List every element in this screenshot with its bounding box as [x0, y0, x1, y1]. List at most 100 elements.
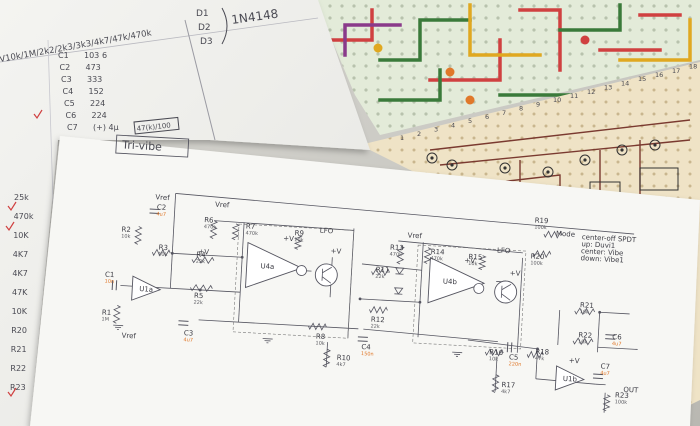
cap-row-value: 152	[89, 87, 104, 96]
part-r22-value: 10k	[578, 339, 588, 346]
capacitor-symbol	[357, 336, 368, 342]
perf-column-number: 11	[570, 92, 578, 100]
resistor-symbol	[293, 234, 303, 250]
part-r3-value: 10k	[158, 252, 168, 259]
stripboard-sheet	[315, 0, 700, 135]
perf-component-pad	[446, 159, 458, 171]
perf-column-number: 14	[621, 79, 629, 87]
cap-row-label: C4	[63, 87, 74, 96]
perf-column-number: 18	[689, 63, 697, 71]
junction-dot	[536, 347, 539, 351]
junction-dot	[170, 251, 174, 255]
wire	[603, 392, 606, 413]
opamp-u4b	[427, 257, 486, 304]
resistor-symbol	[190, 283, 213, 293]
vref-label: Vref	[155, 193, 170, 202]
cap-row-value: 103	[84, 51, 99, 60]
part-r17-name: R17	[501, 381, 515, 390]
resistor-symbol	[484, 348, 504, 357]
part-r17-value: 4k7	[501, 389, 511, 396]
transistor-symbol	[321, 266, 332, 284]
part-r12-name: R12	[371, 316, 385, 325]
perf-component-pad	[653, 143, 657, 147]
part-r9-name: R9	[294, 229, 304, 238]
part-r16-name: R16	[489, 348, 504, 357]
strip-trace	[378, 18, 472, 62]
diode-symbol	[393, 287, 404, 295]
supply-label: +V	[569, 357, 580, 366]
mode-switch-label: Mode	[556, 230, 575, 239]
ground-symbol	[262, 338, 273, 344]
switch-note-line: up: Duvi1	[581, 240, 615, 250]
lfo-label: LFO	[320, 227, 334, 236]
perf-component-pad	[426, 152, 438, 164]
schematic-title: Tri-vibe	[121, 138, 163, 153]
perf-column-number: 1	[400, 134, 404, 142]
part-r18-name: R18	[535, 348, 549, 357]
perf-column-number: 13	[604, 84, 612, 92]
strip-pad	[580, 35, 590, 45]
opamp-u1a	[131, 275, 162, 301]
opamp-u4a-label: U4a	[260, 262, 274, 271]
perf-column-number: 4	[451, 121, 455, 129]
part-r5-value: 22k	[193, 300, 203, 307]
part-c5-name: C5	[509, 353, 519, 362]
diode-label-3: D3	[200, 37, 213, 47]
opamp-u1b	[554, 365, 586, 391]
cap-row-value: 473	[86, 63, 101, 72]
cap-row-label: C7	[67, 123, 78, 132]
resistor-symbol	[231, 223, 240, 241]
perf-trace	[439, 139, 691, 166]
part-c2-value: 4u7	[156, 211, 166, 218]
wire	[363, 328, 498, 343]
strip-trace	[518, 8, 562, 72]
capacitor-symbol	[111, 280, 118, 291]
wire	[198, 319, 359, 330]
part-c7-value: 4u7	[600, 370, 610, 377]
capacitor-symbol	[592, 373, 604, 380]
capacitor-symbol	[506, 342, 513, 353]
perf-column-number: 7	[502, 109, 506, 117]
part-r9-value: 10k	[294, 237, 304, 244]
resistor-symbol	[477, 255, 487, 271]
resistor-symbol	[371, 267, 390, 277]
check-mark	[7, 387, 17, 398]
resistor-symbol	[602, 394, 611, 412]
part-r10-value: 4k7	[336, 362, 346, 369]
part-r1-name: R1	[102, 309, 112, 318]
resistor-symbol	[369, 305, 388, 315]
part-r13-name: R13	[390, 243, 404, 252]
resistor-list-item: 10K	[13, 231, 29, 240]
perf-column-number: 3	[434, 126, 438, 134]
junction-dot	[240, 255, 244, 259]
resistor-list-item: 4K7	[12, 269, 27, 278]
perf-component-pad	[430, 156, 434, 160]
opamp-u4b-label: U4b	[443, 277, 458, 286]
part-c1-value: 10n	[104, 279, 114, 286]
opto-box-right	[412, 244, 527, 350]
wire	[557, 310, 561, 346]
part-c2-name: C2	[157, 203, 167, 212]
resistor-symbol	[526, 350, 544, 359]
part-r20-name: R20	[530, 252, 544, 261]
part-r8-value: 10k	[315, 340, 325, 347]
resistor-symbol	[396, 245, 405, 265]
wire	[169, 193, 177, 289]
part-r18-value: 47k	[535, 356, 545, 363]
wire	[360, 298, 420, 303]
part-c7-name: C7	[600, 362, 610, 371]
output-label: OUT	[623, 386, 639, 395]
resistor-list-item: 470k	[14, 212, 34, 221]
resistor-symbol	[574, 307, 596, 316]
part-r23-name: R23	[615, 391, 629, 400]
part-r3-name: R3	[158, 244, 168, 253]
perf-column-number: 6	[485, 113, 489, 121]
perf-component-pad	[579, 154, 591, 166]
part-r14-name: R14	[431, 248, 446, 257]
resistor-symbol	[322, 348, 331, 368]
part-r15-name: R15	[468, 253, 482, 262]
cap-row-value: 224	[90, 99, 105, 108]
